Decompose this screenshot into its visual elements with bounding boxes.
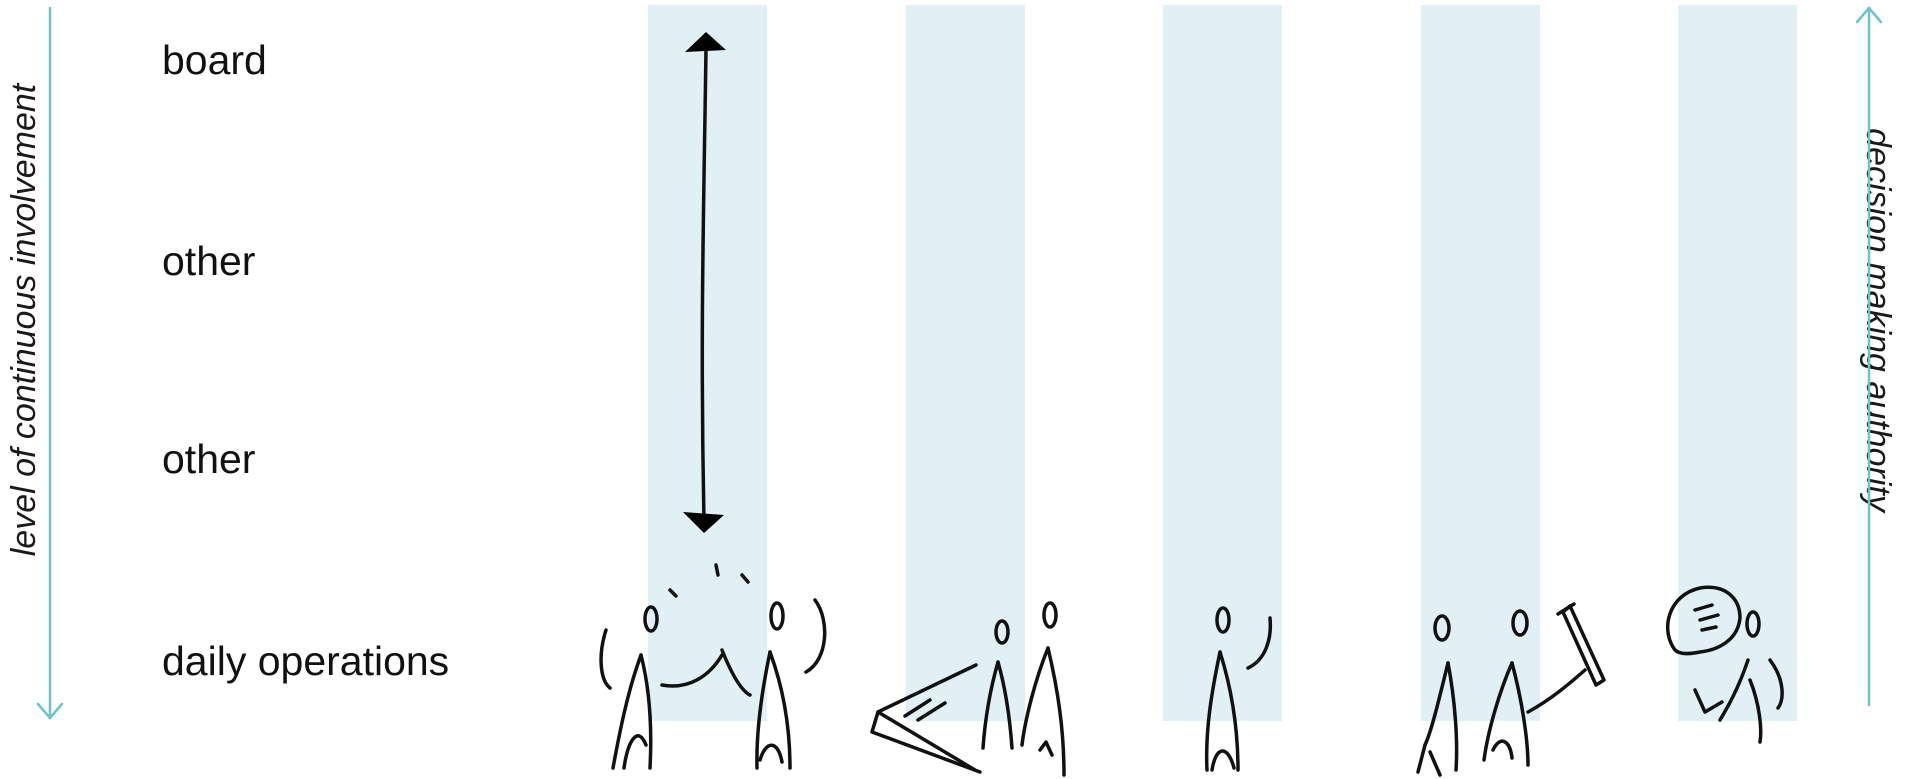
axis-arrow-down-icon [38, 8, 62, 718]
person-with-speech-bubble-icon [1668, 587, 1782, 742]
double-arrow-icon [683, 32, 726, 533]
two-people-with-paper-icon [872, 603, 1064, 775]
single-person-icon [1207, 608, 1271, 770]
two-people-with-pencil-icon [1418, 604, 1604, 775]
two-people-conversing-icon [601, 565, 825, 768]
axis-arrow-up-icon [1857, 8, 1881, 705]
